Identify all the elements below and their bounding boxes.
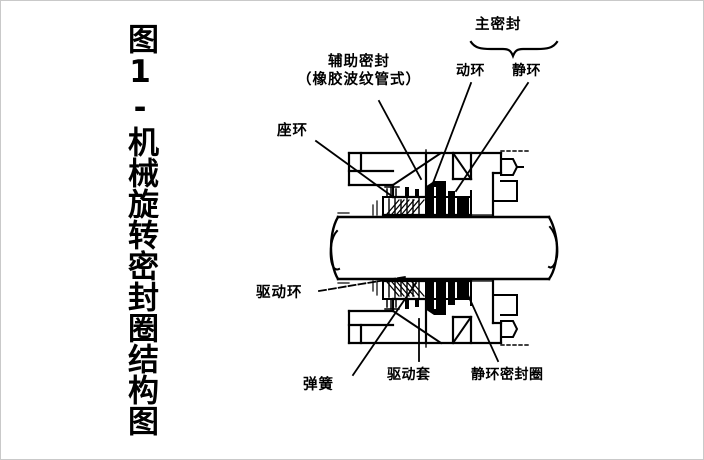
label-rotating-ring: 动环: [456, 63, 485, 79]
label-main-seal: 主密封: [475, 17, 522, 33]
figure-caption: 图1-机械旋转密封圈结构图: [122, 23, 158, 436]
shaft-end-detail: [329, 225, 559, 271]
housing-lower: [347, 279, 503, 345]
main-seal-brace: [469, 40, 559, 59]
internal-rules: [337, 200, 494, 296]
label-stationary-ring: 静环: [512, 63, 541, 79]
label-drive-sleeve: 驱动套: [387, 367, 431, 383]
label-stationary-ring-seal: 静环密封圈: [471, 367, 544, 383]
seal-faces-upper: [405, 181, 469, 215]
housing-upper: [347, 151, 503, 217]
shaft: [329, 215, 559, 281]
construction-marks: [425, 148, 532, 348]
housing-wedges: [391, 151, 473, 345]
seal-faces-lower: [405, 281, 469, 315]
seal-pack-upper: [381, 190, 473, 217]
label-auxiliary-seal: 辅助密封 （橡胶波纹管式）: [297, 54, 421, 88]
label-seat-ring: 座环: [277, 123, 308, 139]
spring-coil-upper: [384, 186, 400, 198]
label-spring: 弹簧: [303, 377, 334, 393]
flange-upper-right: [492, 158, 524, 202]
leader-lines: [314, 81, 530, 377]
flange-lower-right: [492, 294, 519, 338]
seal-pack-lower: [381, 279, 473, 306]
label-drive-ring: 驱动环: [256, 285, 303, 301]
spring-coil-lower: [384, 298, 400, 310]
